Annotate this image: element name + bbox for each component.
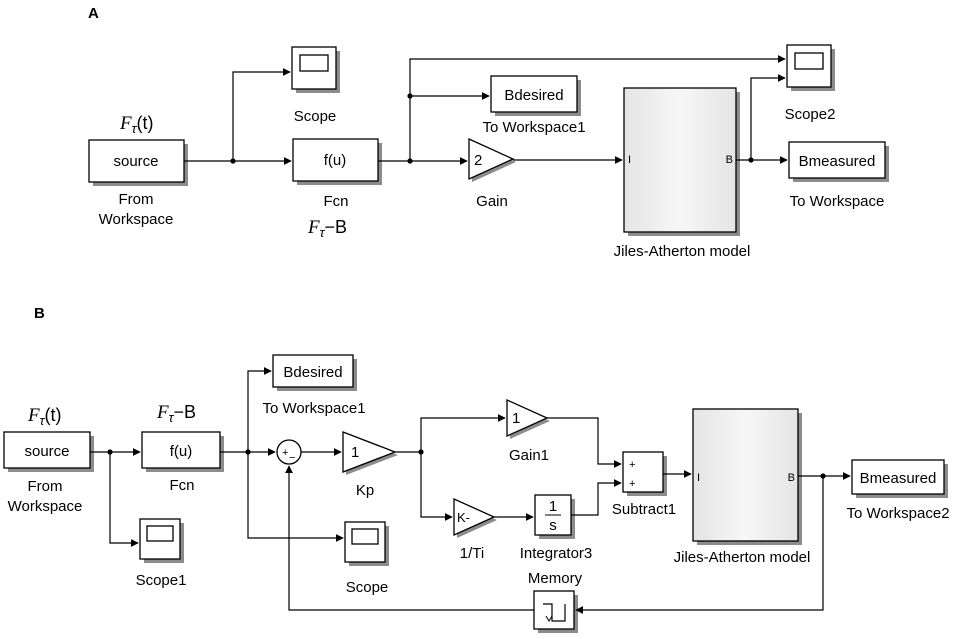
scope-block[interactable] bbox=[291, 46, 340, 93]
kp-block[interactable]: 1 bbox=[342, 431, 398, 475]
scope-screen-icon bbox=[299, 54, 329, 72]
memory-block[interactable] bbox=[533, 590, 578, 633]
subtract1-name: Subtract1 bbox=[612, 501, 676, 518]
scope-name: Scope bbox=[294, 108, 337, 125]
scope1-name: Scope1 bbox=[136, 572, 187, 589]
to-workspace2-content: Bmeasured bbox=[860, 470, 937, 487]
sum-plus-sign: + bbox=[282, 447, 288, 459]
to-workspace1-block[interactable]: Bdesired bbox=[490, 75, 581, 116]
fcn-block-b[interactable]: f(u) bbox=[141, 431, 224, 472]
jiles-atherton-block-a[interactable]: I B bbox=[623, 87, 740, 236]
ja-b-in-port: I bbox=[697, 472, 700, 484]
gain1-block[interactable]: 1 bbox=[506, 398, 550, 439]
to-workspace1-name: To Workspace1 bbox=[482, 119, 585, 136]
panel-a-source-expression: Fτ(t) bbox=[119, 113, 153, 136]
fcn-b-content: f(u) bbox=[170, 443, 193, 460]
panel-b-signal-lines bbox=[90, 367, 851, 614]
from-workspace-content: source bbox=[113, 153, 158, 170]
inv-ti-value: K- bbox=[457, 510, 470, 525]
gain1-name: Gain1 bbox=[509, 447, 549, 464]
from-workspace-b-name-line2: Workspace bbox=[8, 498, 83, 515]
from-workspace-block-b[interactable]: source bbox=[3, 431, 94, 472]
scope-block-b[interactable] bbox=[344, 521, 389, 566]
memory-name: Memory bbox=[528, 570, 583, 587]
scope1-screen-icon bbox=[146, 525, 174, 542]
from-workspace-name-line1: From bbox=[119, 191, 154, 208]
scope2-block[interactable] bbox=[786, 44, 835, 91]
sum-block[interactable]: + − bbox=[276, 439, 302, 465]
fcn-block[interactable]: f(u) bbox=[292, 138, 382, 185]
panel-a-signal-lines bbox=[184, 55, 788, 165]
scope-b-name: Scope bbox=[346, 579, 389, 596]
fcn-content: f(u) bbox=[324, 152, 347, 169]
scope2-screen-icon bbox=[794, 52, 824, 70]
gain-name: Gain bbox=[476, 193, 508, 210]
from-workspace-name-line2: Workspace bbox=[99, 211, 174, 228]
from-workspace-b-content: source bbox=[24, 443, 69, 460]
integrator-denominator: s bbox=[549, 517, 557, 534]
scope1-block[interactable] bbox=[139, 518, 184, 563]
panel-b-source-expression: Fτ(t) bbox=[27, 405, 61, 428]
memory-delay-icon bbox=[543, 603, 566, 622]
gain1-value: 1 bbox=[512, 410, 520, 427]
from-workspace-b-name-line1: From bbox=[28, 478, 63, 495]
to-workspace-content: Bmeasured bbox=[799, 153, 876, 170]
panel-b: B Fτ(t) source From Workspace Fτ−B f(u) … bbox=[3, 305, 950, 633]
panel-a-fcn-expression: Fτ−B bbox=[307, 217, 347, 240]
ja-a-out-port: B bbox=[726, 154, 733, 166]
scope2-name: Scope2 bbox=[785, 106, 836, 123]
jiles-atherton-block-b[interactable]: I B bbox=[692, 408, 802, 545]
to-workspace-name: To Workspace bbox=[790, 193, 885, 210]
to-workspace1-b-name: To Workspace1 bbox=[262, 400, 365, 417]
to-workspace2-name: To Workspace2 bbox=[846, 505, 949, 522]
panel-a-label: A bbox=[88, 5, 99, 22]
to-workspace-block[interactable]: Bmeasured bbox=[788, 141, 889, 182]
panel-b-label: B bbox=[34, 305, 45, 322]
subtract1-block[interactable]: + + bbox=[622, 451, 667, 496]
inv-ti-block[interactable]: K- bbox=[453, 497, 497, 538]
integrator-numerator: 1 bbox=[549, 498, 557, 515]
to-workspace1-b-content: Bdesired bbox=[283, 364, 342, 381]
subtract-sign2: + bbox=[629, 478, 635, 490]
to-workspace1-block-b[interactable]: Bdesired bbox=[272, 354, 357, 391]
fcn-b-name: Fcn bbox=[169, 477, 194, 494]
jiles-atherton-name-a: Jiles-Atherton model bbox=[614, 243, 751, 260]
gain-block[interactable]: 2 bbox=[468, 137, 516, 182]
kp-name: Kp bbox=[356, 482, 374, 499]
to-workspace2-block[interactable]: Bmeasured bbox=[851, 459, 948, 498]
panel-b-fcn-expression: Fτ−B bbox=[156, 402, 196, 425]
from-workspace-block[interactable]: source bbox=[88, 139, 188, 186]
ja-b-out-port: B bbox=[788, 472, 795, 484]
subtract-sign1: + bbox=[629, 459, 635, 471]
integrator3-name: Integrator3 bbox=[520, 545, 593, 562]
jiles-atherton-name-b: Jiles-Atherton model bbox=[674, 549, 811, 566]
scope-b-screen-icon bbox=[351, 528, 379, 545]
sum-minus-sign: − bbox=[289, 452, 295, 464]
kp-value: 1 bbox=[351, 444, 359, 461]
gain-value: 2 bbox=[474, 152, 482, 169]
ja-a-in-port: I bbox=[628, 154, 631, 166]
integrator3-block[interactable]: 1 s bbox=[534, 494, 575, 539]
inv-ti-name: 1/Ti bbox=[460, 545, 484, 562]
panel-a: A Fτ(t) source From Workspace Scope f(u)… bbox=[88, 5, 889, 260]
fcn-name: Fcn bbox=[323, 193, 348, 210]
to-workspace1-content: Bdesired bbox=[504, 87, 563, 104]
